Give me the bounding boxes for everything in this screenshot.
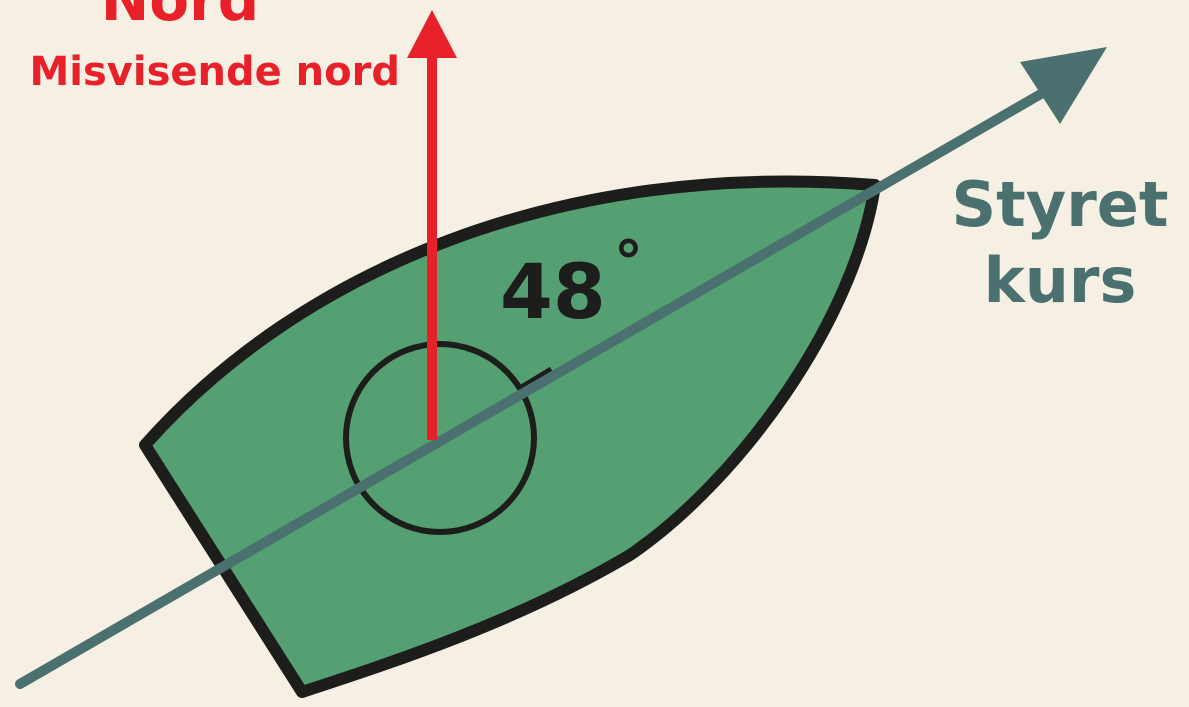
course-label-line2: kurs bbox=[984, 244, 1137, 317]
angle-degree-symbol: ° bbox=[614, 228, 643, 296]
course-label-line1: Styret bbox=[952, 168, 1169, 241]
north-subtitle: Misvisende nord bbox=[29, 49, 400, 95]
north-title: Nord bbox=[101, 0, 260, 34]
angle-value: 48 bbox=[500, 247, 606, 336]
